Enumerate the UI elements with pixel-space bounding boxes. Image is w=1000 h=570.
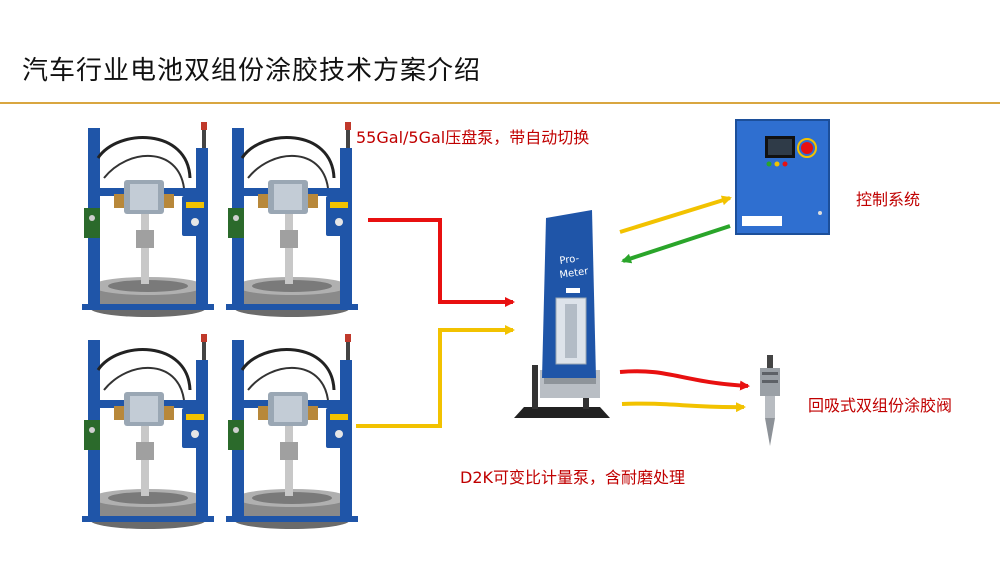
red-flow-arrow: [368, 218, 515, 307]
pump-station-2: [224, 120, 360, 319]
pump-station-1: [80, 120, 216, 319]
yellow-valve-arrow: [621, 401, 746, 413]
control-system-label: 控制系统: [856, 190, 921, 209]
pump-station-4: [224, 332, 360, 531]
slide-title: 汽车行业电池双组份涂胶技术方案介绍: [22, 56, 482, 86]
svg-text:Pro-: Pro-: [559, 253, 580, 267]
control-cabinet: [735, 119, 830, 235]
pump-station-3: [80, 332, 216, 531]
svg-text:Meter: Meter: [559, 266, 590, 281]
title-divider: [0, 102, 1000, 104]
dispense-valve: [760, 355, 780, 446]
red-valve-arrow: [619, 369, 750, 391]
signal-to-control-arrow: [619, 195, 732, 234]
meter-pump: Pro- Meter: [514, 210, 610, 418]
yellow-flow-arrow: [356, 325, 515, 428]
valve-label: 回吸式双组份涂胶阀: [808, 396, 953, 415]
pump-label: 55Gal/5Gal压盘泵，带自动切换: [356, 128, 590, 147]
signal-from-control-arrow: [621, 224, 731, 264]
meter-pump-label: D2K可变比计量泵，含耐磨处理: [460, 468, 685, 487]
